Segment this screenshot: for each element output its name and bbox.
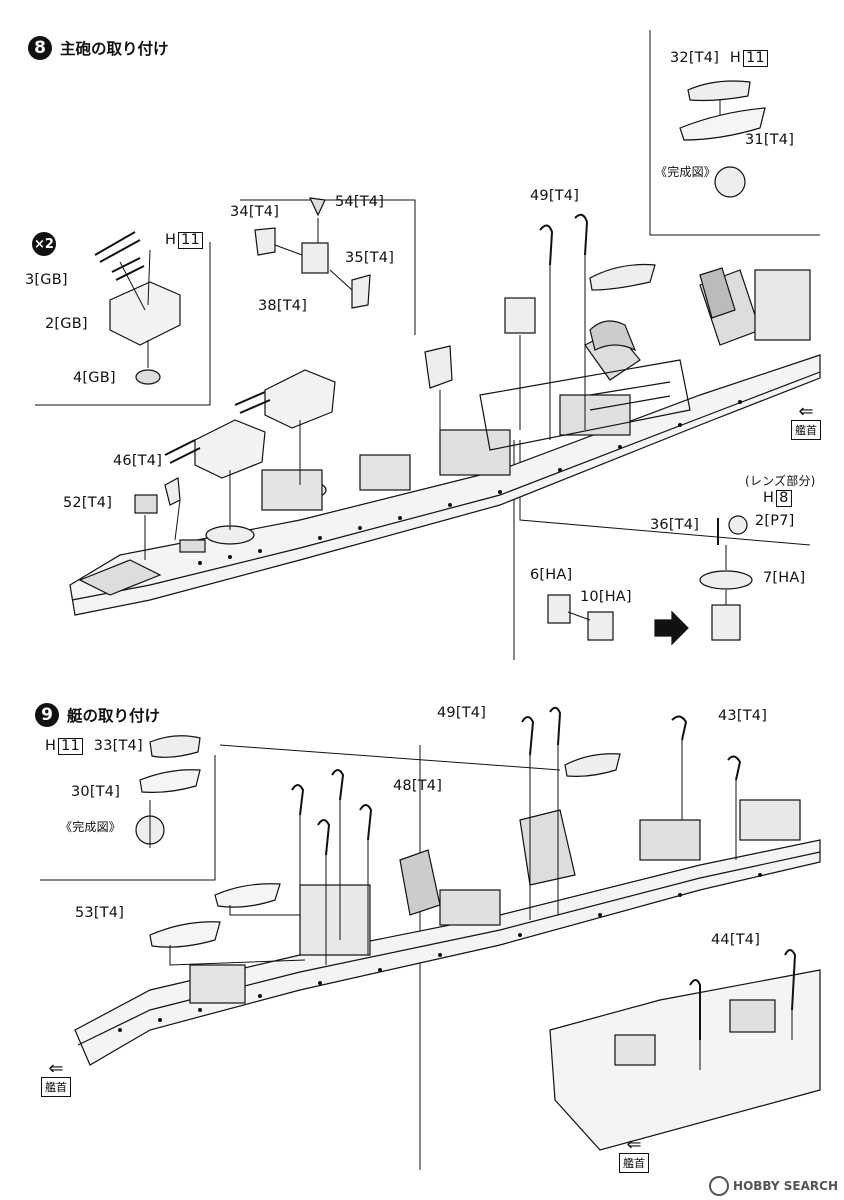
boats-step9 xyxy=(135,735,621,948)
small-parts-step8 xyxy=(134,477,753,646)
label-completed-view-9: 《完成図》 xyxy=(60,820,122,834)
director-parts xyxy=(254,197,453,389)
label-part-49-step9: 49[T4] xyxy=(437,705,487,721)
step8-heading: 8 主砲の取り付け xyxy=(28,36,169,60)
label-part-49-step8: 49[T4] xyxy=(530,188,580,204)
label-part-54: 54[T4] xyxy=(335,194,385,210)
label-part-43: 43[T4] xyxy=(718,708,768,724)
label-part-36: 36[T4] xyxy=(650,517,700,533)
bow-indicator-step9-inset: ⇐ 艦首 xyxy=(614,1134,654,1173)
davits-step9 xyxy=(291,706,742,856)
label-part-31: 31[T4] xyxy=(745,132,795,148)
step9-number: 9 xyxy=(35,703,59,727)
label-part-2: 2[GB] xyxy=(45,316,88,332)
bow-arrow-icon: ⇐ xyxy=(48,1058,64,1079)
label-part-46: 46[T4] xyxy=(113,453,163,469)
label-part-52: 52[T4] xyxy=(63,495,113,511)
step8-title: 主砲の取り付け xyxy=(60,40,169,58)
label-lens-part: (レンズ部分) xyxy=(745,474,816,488)
watermark: HOBBY SEARCH xyxy=(709,1176,838,1196)
label-part-48: 48[T4] xyxy=(393,778,443,794)
assembly-arrows-step9 xyxy=(149,740,793,1070)
stern-inset xyxy=(549,949,821,1151)
label-part-10: 10[HA] xyxy=(580,589,632,605)
main-gun-turret-rear xyxy=(234,369,336,429)
label-part-35: 35[T4] xyxy=(345,250,395,266)
label-part-34: 34[T4] xyxy=(230,204,280,220)
step8-number: 8 xyxy=(28,36,52,60)
label-part-53: 53[T4] xyxy=(75,905,125,921)
deck-rivets-9 xyxy=(118,873,762,1032)
turret-assembly-x2 xyxy=(94,231,181,385)
label-part-3: 3[GB] xyxy=(25,272,68,288)
assembly-arrows-step8 xyxy=(119,100,727,621)
bow-indicator-step9-main: ⇐ 艦首 xyxy=(36,1058,76,1097)
label-completed-view-8: 《完成図》 xyxy=(655,165,717,179)
label-part-4: 4[GB] xyxy=(73,370,116,386)
label-part-30: 30[T4] xyxy=(71,784,121,800)
label-part-44: 44[T4] xyxy=(711,932,761,948)
boat-davits-step8 xyxy=(504,213,656,334)
label-part-7: 7[HA] xyxy=(763,570,806,586)
step9-title: 艇の取り付け xyxy=(67,707,161,725)
bow-arrow-icon: ⇐ xyxy=(626,1134,642,1155)
step9-destroyer-hull xyxy=(74,799,821,1066)
x2-multiplier-badge: ×2 xyxy=(32,232,56,256)
label-part-2p7: 2[P7] xyxy=(755,513,795,529)
bow-arrow-icon: ⇐ xyxy=(798,401,814,422)
hobby-search-logo-icon xyxy=(709,1176,730,1196)
boat-inset xyxy=(679,80,766,198)
label-part-6: 6[HA] xyxy=(530,567,573,583)
label-part-38: 38[T4] xyxy=(258,298,308,314)
main-gun-turret-front xyxy=(164,419,266,479)
step9-heading: 9 艇の取り付け xyxy=(35,703,160,727)
bow-indicator-step8: ⇐ 艦首 xyxy=(786,401,826,440)
step8-destroyer-hull xyxy=(69,267,821,616)
